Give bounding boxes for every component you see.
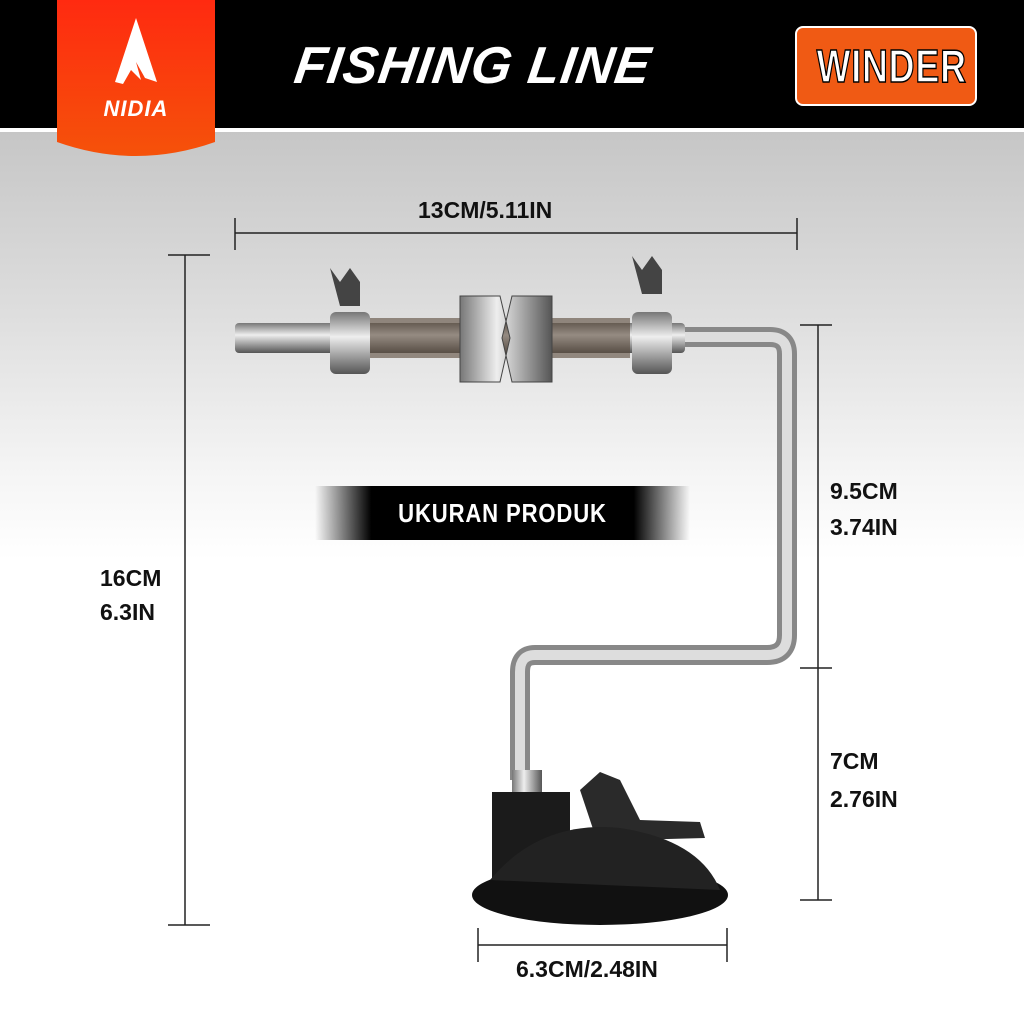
product-size-banner: UKURAN PRODUK — [315, 486, 690, 540]
top-width-label: 13CM/5.11IN — [418, 197, 553, 223]
brand-name: NIDIA — [103, 96, 169, 121]
banner-label: UKURAN PRODUK — [398, 498, 607, 528]
total-height-in: 6.3IN — [100, 599, 155, 625]
total-height-cm: 16CM — [100, 565, 162, 591]
upper-height-in: 3.74IN — [830, 514, 898, 540]
base-width-label: 6.3CM/2.48IN — [516, 956, 658, 982]
brand-logo: NIDIA — [57, 0, 215, 160]
lower-height-cm: 7CM — [830, 748, 879, 774]
upper-height-cm: 9.5CM — [830, 478, 898, 504]
badge-label: WINDER — [816, 39, 967, 93]
winder-badge: WINDER — [795, 26, 977, 106]
lower-height-in: 2.76IN — [830, 786, 898, 812]
dimension-lines — [168, 218, 832, 962]
